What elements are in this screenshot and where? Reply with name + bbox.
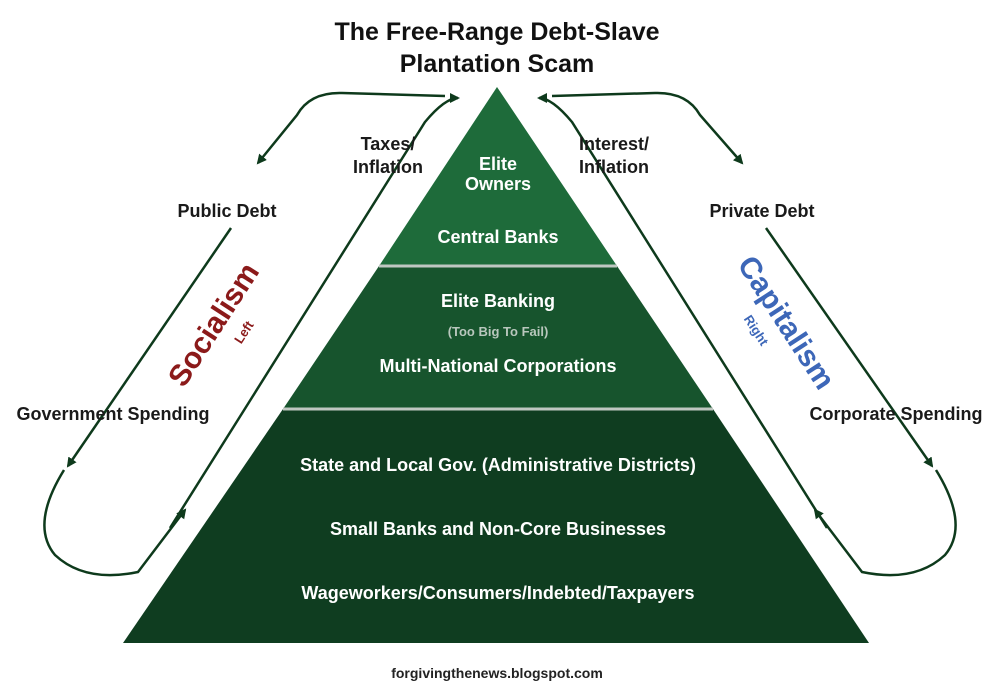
tier-middle-line-1: Elite Banking xyxy=(441,291,555,311)
left-flow-label-line-2: Inflation xyxy=(353,157,423,177)
right-arrow-loop-back xyxy=(813,469,957,577)
tier-middle-line-2: (Too Big To Fail) xyxy=(448,324,549,339)
government-spending-label: Government Spending xyxy=(16,404,209,424)
title-line-2: Plantation Scam xyxy=(400,50,595,78)
title-line-1: The Free-Range Debt-Slave xyxy=(334,18,659,46)
right-flow-label-line-2: Inflation xyxy=(579,157,649,177)
tier-top-line-3: Central Banks xyxy=(437,227,558,247)
right-arrow-debt-to-spending xyxy=(764,227,934,468)
public-debt-label: Public Debt xyxy=(177,201,276,221)
tier-bottom-line-1: State and Local Gov. (Administrative Dis… xyxy=(300,455,696,475)
right-arrow-up-to-apex xyxy=(537,93,829,529)
right-arrow-apex-to-private-debt xyxy=(551,91,744,165)
left-arrow-loop-back xyxy=(43,469,187,577)
tier-bottom-line-2: Small Banks and Non-Core Businesses xyxy=(330,519,666,539)
tier-top-line-2: Owners xyxy=(465,174,531,194)
pyramid-tier-bottom xyxy=(123,409,869,643)
left-arrow-up-to-apex xyxy=(168,93,460,529)
pyramid-tier-top xyxy=(379,87,617,266)
tier-bottom-line-3: Wageworkers/Consumers/Indebted/Taxpayers xyxy=(301,583,694,603)
private-debt-label: Private Debt xyxy=(709,201,814,221)
right-flow-label-line-1: Interest/ xyxy=(579,134,649,154)
socialism-group: Socialism Left xyxy=(162,257,266,392)
tier-top-line-1: Elite xyxy=(479,154,517,174)
left-arrow-debt-to-spending xyxy=(66,227,233,468)
footer-source-url: forgivingthenews.blogspot.com xyxy=(391,665,603,681)
left-arrow-apex-to-public-debt xyxy=(256,91,446,165)
left-flow-label-line-1: Taxes/ xyxy=(361,134,416,154)
tier-middle-line-3: Multi-National Corporations xyxy=(380,356,617,376)
pyramid-tier-middle xyxy=(283,266,713,409)
corporate-spending-label: Corporate Spending xyxy=(809,404,982,424)
capitalism-group: Capitalism Right xyxy=(731,250,841,395)
